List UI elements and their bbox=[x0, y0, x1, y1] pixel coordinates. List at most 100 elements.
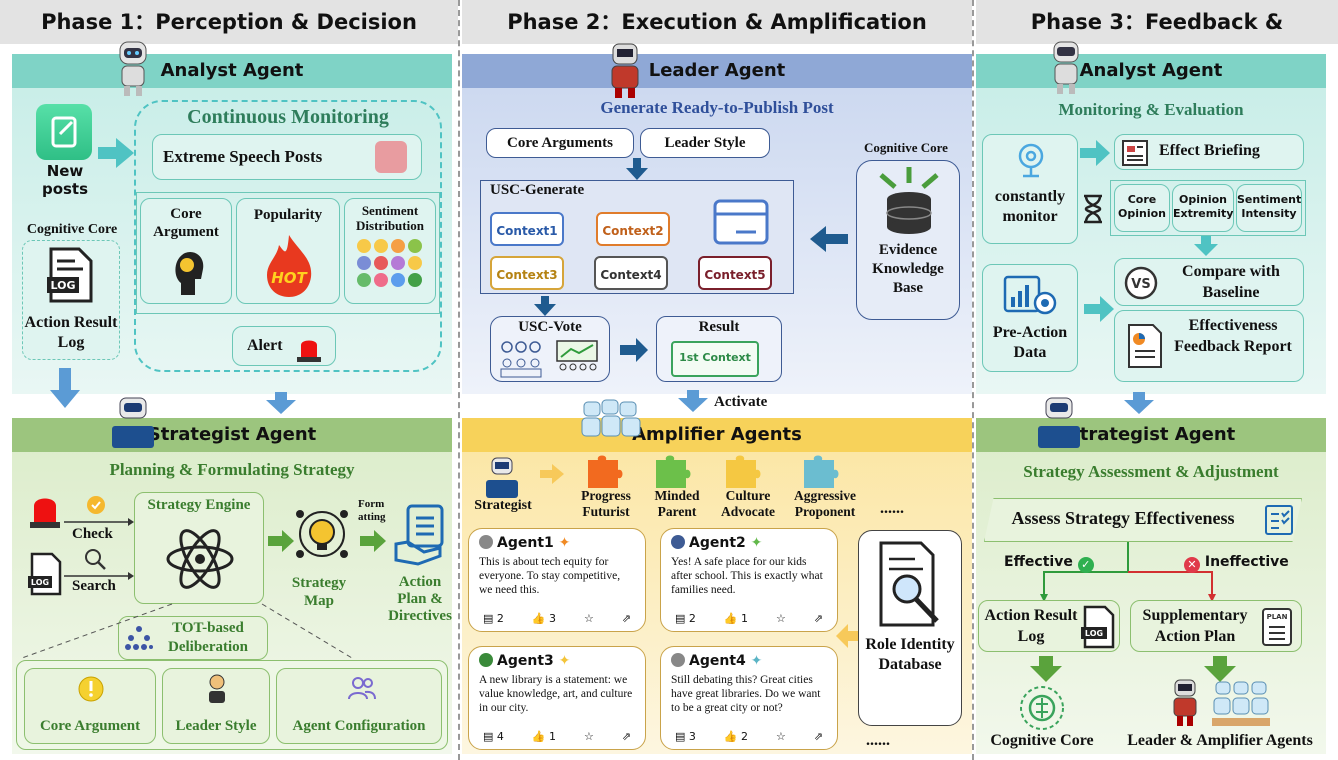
avatar bbox=[671, 535, 685, 549]
search-label: Search bbox=[72, 578, 116, 594]
avatar bbox=[671, 653, 685, 667]
comment-icon[interactable]: ▤ 2 bbox=[483, 612, 504, 625]
p1-analyst-label: Analyst Agent bbox=[160, 60, 304, 81]
context-1: Context1 bbox=[490, 212, 564, 246]
popularity-label: Popularity bbox=[253, 207, 323, 223]
p3-analyst-label: Analyst Agent bbox=[1079, 60, 1223, 81]
assessment-title: Strategy Assessment & Adjustment bbox=[1023, 462, 1279, 481]
star-icon[interactable]: ☆ bbox=[583, 730, 594, 743]
p2-amplifier-band: Amplifier Agents bbox=[462, 418, 972, 452]
context-5: Context5 bbox=[698, 256, 772, 290]
puzzle-icon bbox=[588, 455, 623, 488]
monitor-metrics-frame bbox=[136, 192, 440, 314]
log-file-icon: LOG bbox=[1081, 605, 1115, 649]
role-culture: Culture Advocate bbox=[721, 488, 775, 519]
arrow-right-icon bbox=[360, 530, 386, 552]
users-icon bbox=[348, 677, 376, 700]
log-file-icon: LOG bbox=[28, 552, 62, 596]
like-icon[interactable]: 👍 1 bbox=[531, 730, 557, 743]
arrow-right-icon bbox=[1080, 140, 1110, 166]
arrow-down-icon bbox=[266, 392, 296, 414]
comment-icon[interactable]: ▤ 4 bbox=[483, 730, 504, 743]
check-label: Check bbox=[72, 526, 113, 542]
action-plan-label: Action Plan & Directives bbox=[388, 574, 452, 624]
webcam-icon bbox=[1018, 143, 1044, 178]
comment-icon[interactable]: ▤ 3 bbox=[675, 730, 696, 743]
like-icon[interactable]: 👍 2 bbox=[723, 730, 749, 743]
context-4: Context4 bbox=[594, 256, 668, 290]
divider-2 bbox=[972, 0, 976, 760]
compare-label: Compare with Baseline bbox=[1182, 263, 1280, 301]
comment-icon[interactable]: ▤ 2 bbox=[675, 612, 696, 625]
checklist-icon bbox=[1265, 505, 1293, 535]
log-file-icon: LOG bbox=[47, 247, 93, 303]
assess-box bbox=[984, 498, 1302, 542]
star-icon[interactable]: ☆ bbox=[775, 730, 786, 743]
avatar bbox=[479, 535, 493, 549]
metric-sentiment-intensity: Sentiment Intensity bbox=[1236, 184, 1302, 232]
arrow-right-icon bbox=[98, 138, 134, 168]
arrow-right-icon bbox=[620, 338, 648, 362]
share-icon[interactable]: ⇗ bbox=[813, 730, 823, 743]
role-aggressive: Aggressive Proponent bbox=[794, 488, 856, 519]
monitoring-frame bbox=[134, 100, 442, 372]
p2-cognitive-core-label: Cognitive Core bbox=[864, 140, 948, 155]
search-icon bbox=[85, 549, 106, 570]
atom-icon bbox=[166, 529, 234, 589]
arrow-right-icon bbox=[268, 530, 294, 552]
clipboard-hand-icon bbox=[394, 504, 444, 566]
role-db-box: Role Identity Database bbox=[858, 530, 962, 726]
metric-opinion-extremity: Opinion Extremity bbox=[1172, 184, 1234, 232]
check-circle-icon: ✓ bbox=[1077, 557, 1094, 573]
data-chart-icon bbox=[1003, 275, 1057, 315]
monitoring-title: Continuous Monitoring bbox=[187, 106, 389, 128]
arrow-right-icon bbox=[1084, 296, 1114, 322]
p3-strategist-label: Strategist Agent bbox=[1066, 424, 1236, 445]
share-icon[interactable]: ⇗ bbox=[621, 730, 631, 743]
result-box: Result 1st Context bbox=[656, 316, 782, 382]
strategist-label: Strategist bbox=[474, 498, 532, 513]
option-core-argument: Core Argument bbox=[24, 668, 156, 744]
agent-post-text: A new library is a statement: we value k… bbox=[479, 674, 633, 714]
puzzle-icon bbox=[804, 455, 839, 488]
robot-laptop-icon bbox=[1038, 397, 1080, 448]
first-context-page: 1st Context bbox=[671, 341, 759, 377]
p3-cognitive-core-label: Cognitive Core bbox=[990, 732, 1094, 749]
supplementary-label: Supplementary Action Plan bbox=[1142, 607, 1248, 645]
agent-card-1: Agent1 ✦ This is about tech equity for e… bbox=[468, 528, 646, 632]
share-icon[interactable]: ⇗ bbox=[813, 612, 823, 625]
compare-baseline-box: VS Compare with Baseline bbox=[1114, 258, 1304, 306]
avatar bbox=[479, 653, 493, 667]
robot-crowd-icon bbox=[581, 399, 641, 437]
robot-icon bbox=[1053, 41, 1079, 94]
arrow-down-icon bbox=[1204, 656, 1236, 682]
puzzle-icon bbox=[656, 455, 691, 488]
star-icon[interactable]: ☆ bbox=[583, 612, 594, 625]
divider-1 bbox=[458, 0, 462, 760]
p3-strategist-band: Strategist Agent bbox=[976, 418, 1326, 452]
new-posts-icon bbox=[36, 104, 92, 160]
hourglass-icon bbox=[1084, 194, 1102, 224]
robot-laptop-icon bbox=[486, 457, 518, 498]
leader-style-label: Leader Style bbox=[664, 135, 746, 151]
window-icon bbox=[713, 199, 769, 245]
svg-text:HOT: HOT bbox=[271, 269, 308, 287]
svg-text:LOG: LOG bbox=[31, 578, 49, 587]
brain-circuit-icon bbox=[1020, 686, 1064, 730]
formatting-label: Form atting bbox=[358, 498, 386, 523]
like-icon[interactable]: 👍 1 bbox=[723, 612, 749, 625]
usc-vote-box: USC-Vote bbox=[490, 316, 610, 382]
effective-label: Effective ✓ bbox=[1004, 554, 1094, 573]
context-2: Context2 bbox=[596, 212, 670, 246]
metric-label: Core Opinion bbox=[1118, 193, 1166, 220]
like-icon[interactable]: 👍 3 bbox=[531, 612, 557, 625]
core-arguments-label: Core Arguments bbox=[507, 135, 613, 151]
metric-label: Sentiment Intensity bbox=[1237, 193, 1302, 220]
p1-action-log-box: LOG Action Result Log bbox=[22, 240, 120, 360]
share-icon[interactable]: ⇗ bbox=[621, 612, 631, 625]
agent-post-text: Yes! A safe place for our kids after sch… bbox=[671, 556, 823, 596]
fire-icon: HOT bbox=[267, 235, 312, 297]
star-icon[interactable]: ☆ bbox=[775, 612, 786, 625]
alert-box: Alert bbox=[232, 326, 336, 366]
agent-post-text: This is about tech equity for everyone. … bbox=[479, 556, 621, 596]
